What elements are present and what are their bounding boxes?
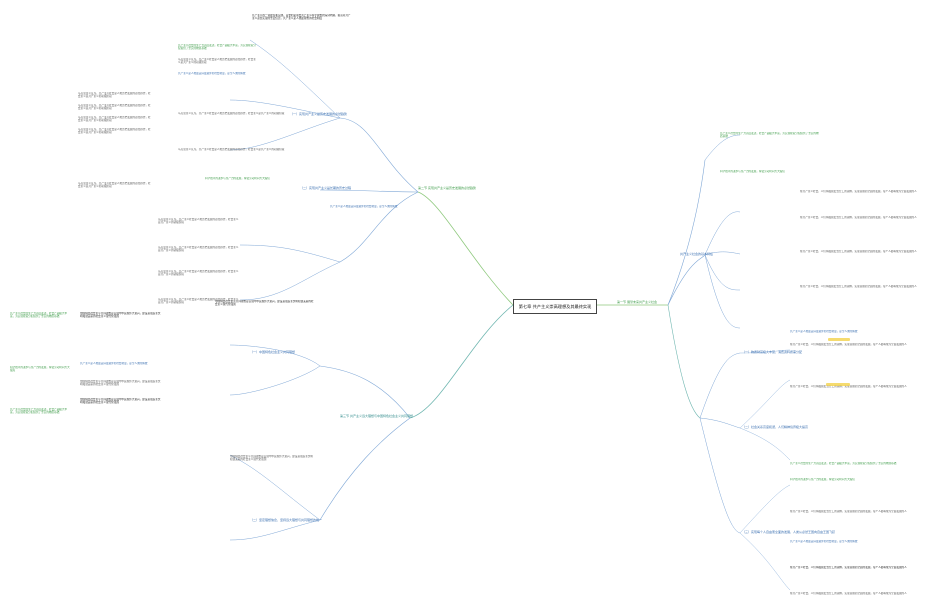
highlight-marker	[826, 383, 850, 386]
connector	[667, 254, 706, 306]
connector	[339, 191, 419, 263]
text-block-top: 共产主义的一切理论和实践，首要的是领会共产主义科学理想的深刻内涵，提高对共产主义…	[252, 14, 351, 21]
connector	[249, 39, 341, 119]
text-block-mid-black-2: 中国特色社会主义共同理想是实现中华民族伟大复兴，建设富强民主文明和谐美丽的社会主…	[80, 398, 161, 405]
text-block-left-2: 马克思主义认为，共产主义社会是人类历史发展的必然趋势，社会主义是共产主义的初级阶…	[78, 104, 151, 111]
text-block-left-green-2: 科学技术的进步与生产力的发展，将使劳动时间大大缩短	[10, 366, 70, 373]
text-block-left-green-3: 共产主义社会的生产力高度发达，社会产品极大丰富，为实现按需分配提供了坚实的物质基…	[10, 408, 68, 415]
connector	[319, 365, 411, 419]
connector	[229, 99, 341, 119]
branch-common-ideal[interactable]: （一）中国特色社会主义共同理想	[250, 350, 296, 354]
text-block-right-blue: 共产主义是人类最美好最进步的社会制度，是全人类的解放	[790, 330, 858, 333]
text-block-belief: 中国特色社会主义共同理想是实现中华民族伟大复兴，建设富强民主文明和谐美丽的社会主…	[230, 455, 313, 462]
connector	[229, 365, 321, 396]
branch-material[interactable]: （一）物质财富极大丰富，消费资料按需分配	[742, 350, 803, 354]
text-block-left-green: 共产主义社会的生产力高度发达，社会产品极大丰富，为实现按需分配提供了坚实的物质基…	[10, 312, 68, 319]
branch-section-3[interactable]: 第三节 共产主义远大理想与中国特色社会主义共同理想	[340, 414, 413, 418]
connector	[704, 254, 741, 329]
text-block-process-1: 马克思主义认为，共产主义社会是人类历史发展的必然趋势，社会主义是共产主义的初级阶…	[158, 218, 239, 225]
highlight-marker	[828, 338, 850, 341]
branch-section-1[interactable]: 第一节 展望未来共产主义社会	[617, 300, 657, 304]
text-block-right-3: 在共产主义社会，人们将摆脱旧式分工的束缚，实现自由而全面的发展，每个人都将成为全…	[800, 250, 917, 253]
text-block-blue-b: 共产主义是人类最美好最进步的社会制度，是全人类的解放	[330, 205, 398, 208]
text-block-left-5: 马克思主义认为，共产主义社会是人类历史发展的必然趋势，社会主义是共产主义的初级阶…	[78, 182, 151, 189]
connector	[319, 417, 411, 521]
text-block-green-a: 共产主义社会的生产力高度发达，社会产品极大丰富，为实现按需分配提供了坚实的物质基…	[178, 44, 256, 51]
connector	[739, 427, 791, 461]
connector	[229, 344, 321, 367]
branch-firm-belief[interactable]: （二）坚定理想信念，坚持远大理想与共同理想的统一	[250, 518, 323, 522]
text-block-mid-black: 中国特色社会主义共同理想是实现中华民族伟大复兴，建设富强民主文明和谐美丽的社会主…	[80, 312, 161, 319]
text-block-mid-blue: 共产主义是人类最美好最进步的社会制度，是全人类的解放	[80, 362, 148, 365]
connector	[704, 251, 741, 256]
text-block-right-8: 在共产主义社会，人们将摆脱旧式分工的束缚，实现自由而全面的发展，每个人都将成为全…	[790, 592, 907, 595]
connector	[409, 304, 514, 419]
connector	[739, 532, 791, 591]
text-block-right-1: 在共产主义社会，人们将摆脱旧式分工的束缚，实现自由而全面的发展，每个人都将成为全…	[800, 190, 917, 193]
branch-basic-features[interactable]: 共产主义社会的基本特征	[680, 252, 714, 256]
text-block-right-blue-2: 共产主义是人类最美好最进步的社会制度，是全人类的解放	[790, 540, 858, 543]
text-block-left-3: 马克思主义认为，共产主义社会是人类历史发展的必然趋势，社会主义是共产主义的初级阶…	[78, 116, 151, 123]
branch-freedom[interactable]: （三）实现每个人自由而全面的发展，人类从必然王国向自由王国飞跃	[742, 530, 836, 534]
text-block-process-3: 马克思主义认为，共产主义社会是人类历史发展的必然趋势，社会主义是共产主义的初级阶…	[158, 270, 239, 277]
text-block-green-b: 科学技术的进步与生产力的发展，将使劳动时间大大缩短	[205, 177, 270, 180]
text-block-right-green-4: 科学技术的进步与生产力的发展，将使劳动时间大大缩短	[790, 478, 855, 481]
connector	[229, 117, 341, 151]
text-block-process-2: 马克思主义认为，共产主义社会是人类历史发展的必然趋势，社会主义是共产主义的初级阶…	[158, 246, 239, 253]
text-block-process-4: 马克思主义认为，共产主义社会是人类历史发展的必然趋势，社会主义是共产主义的初级阶…	[158, 298, 239, 305]
connector	[339, 117, 419, 193]
connector	[699, 352, 741, 419]
text-block-right-4: 在共产主义社会，人们将摆脱旧式分工的束缚，实现自由而全面的发展，每个人都将成为全…	[800, 285, 917, 288]
text-block-left-1: 马克思主义认为，共产主义社会是人类历史发展的必然趋势，社会主义是共产主义的初级阶…	[78, 92, 151, 99]
text-block-necessity: 马克思主义认为，共产主义社会是人类历史发展的必然趋势，社会主义是共产主义的初级阶…	[178, 112, 285, 115]
connector	[704, 254, 741, 291]
text-block-right-5: 在共产主义社会，人们将摆脱旧式分工的束缚，实现自由而全面的发展，每个人都将成为全…	[790, 343, 907, 346]
text-block-right-6: 在共产主义社会，人们将摆脱旧式分工的束缚，实现自由而全面的发展，每个人都将成为全…	[790, 385, 907, 388]
branch-necessity[interactable]: （一）实现共产主义是历史发展的必然趋势	[290, 112, 348, 116]
branch-section-2[interactable]: 第二节 实现共产主义是历史发展的必然趋势	[418, 186, 476, 190]
connector	[417, 191, 514, 306]
connector	[704, 134, 741, 161]
branch-social[interactable]: （二）社会关系高度和谐，人们精神境界极大提高	[742, 425, 809, 429]
root-node[interactable]: 第七章 共产主义崇高理想及其最终实现	[513, 299, 597, 314]
text-block-left-4: 马克思主义认为，共产主义社会是人类历史发展的必然趋势，社会主义是共产主义的初级阶…	[78, 128, 151, 135]
text-block-necessity-long: 马克思主义认为，共产主义社会是人类历史发展的必然趋势，社会主义是共产主义的初级阶…	[178, 148, 285, 151]
connector	[699, 417, 741, 534]
connector	[667, 304, 701, 419]
text-block-right-green-3: 共产主义社会的生产力高度发达，社会产品极大丰富，为实现按需分配提供了坚实的物质基…	[790, 462, 897, 465]
text-block-right-green: 共产主义社会的生产力高度发达，社会产品极大丰富，为实现按需分配提供了坚实的物质基…	[720, 132, 819, 139]
text-block-right-2: 在共产主义社会，人们将摆脱旧式分工的束缚，实现自由而全面的发展，每个人都将成为全…	[800, 216, 917, 219]
connector	[739, 484, 791, 534]
connector	[739, 349, 791, 354]
text-block-right-7: 在共产主义社会，人们将摆脱旧式分工的束缚，实现自由而全面的发展，每个人都将成为全…	[790, 510, 907, 513]
connector	[229, 454, 321, 521]
connector	[739, 379, 791, 429]
connector	[239, 244, 341, 263]
connector	[704, 211, 741, 256]
text-block-right-black: 在共产主义社会，人们将摆脱旧式分工的束缚，实现自由而全面的发展，每个人都将成为全…	[790, 566, 907, 569]
connector	[699, 417, 741, 429]
connector	[239, 261, 341, 301]
text-block-blue-a: 共产主义是人类最美好最进步的社会制度，是全人类的解放	[178, 72, 246, 75]
text-block-right-green-2: 科学技术的进步与生产力的发展，将使劳动时间大大缩短	[720, 170, 785, 173]
text-block-common: 中国特色社会主义共同理想是实现中华民族伟大复兴，建设富强民主文明和谐美丽的社会主…	[215, 300, 314, 307]
connector	[319, 189, 419, 193]
branch-long-process[interactable]: （二）实现共产主义是长期的历史过程	[300, 186, 352, 190]
text-block-mid-gray: 中国特色社会主义共同理想是实现中华民族伟大复兴，建设富强民主文明和谐美丽的社会主…	[80, 380, 161, 387]
text-block-gray-a: 马克思主义认为，共产主义社会是人类历史发展的必然趋势，社会主义是共产主义的初级阶…	[178, 58, 256, 65]
connector	[667, 159, 706, 306]
connector	[229, 519, 321, 541]
